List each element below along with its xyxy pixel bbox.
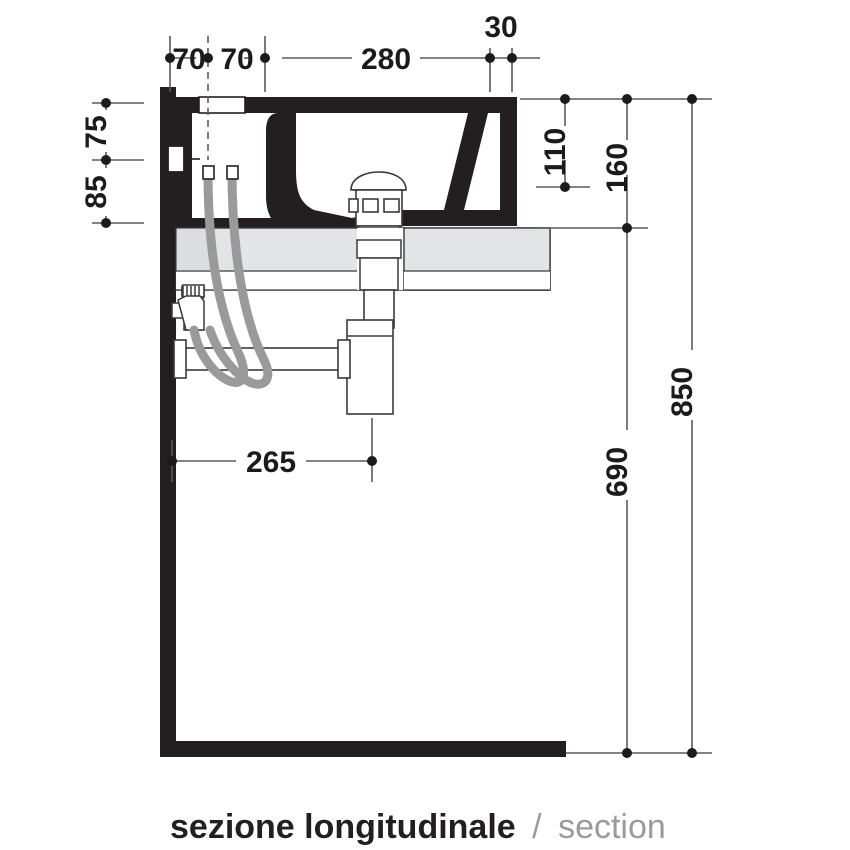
dim-label-70-b: 70 (220, 43, 253, 76)
supply-hose-hot (189, 165, 248, 387)
supply-hose-cold (205, 165, 273, 389)
dimension-bottom-ticks (167, 456, 377, 466)
caption-english: section (558, 808, 666, 846)
dim-label-160: 160 (601, 143, 634, 193)
angle-valve (171, 284, 205, 331)
floor (160, 741, 566, 757)
dim-label-85: 85 (80, 175, 113, 208)
dimension-right-ticks (560, 94, 697, 758)
dim-label-280: 280 (361, 43, 411, 76)
caption-separator: / (532, 808, 542, 846)
dim-label-850: 850 (666, 367, 699, 417)
caption-italian: sezione longitudinale (170, 808, 516, 846)
dim-label-75: 75 (80, 115, 113, 148)
dim-label-70-a: 70 (172, 43, 205, 76)
washbasin (167, 96, 517, 232)
dim-label-690: 690 (601, 447, 634, 497)
dim-label-110: 110 (539, 128, 572, 176)
wall (160, 87, 176, 757)
dimension-top-ticks (165, 53, 517, 63)
dim-label-265: 265 (246, 446, 296, 479)
dim-label-30: 30 (484, 11, 517, 44)
caption: sezione longitudinale / section (170, 808, 666, 846)
dimension-left-ticks (101, 98, 111, 228)
